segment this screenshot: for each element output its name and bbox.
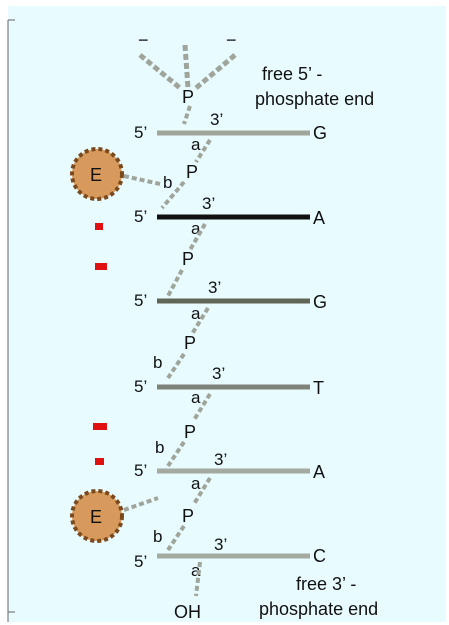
phosphate-arm-middle <box>182 44 191 89</box>
red-marker-4 <box>95 458 104 465</box>
enzyme-bottom-body <box>70 489 124 543</box>
enzyme-bottom: E <box>70 489 159 543</box>
top-phosphate-group: − − P free 5’ - phosphate end <box>138 30 374 125</box>
base-label-2: A <box>313 208 325 228</box>
base-label-1: G <box>313 123 327 143</box>
enzyme-top-label: E <box>90 165 102 185</box>
bond-b-label-5: b <box>153 527 162 546</box>
link-down-3 <box>190 306 210 336</box>
free-5-prime-note-line-1: free 5’ - <box>262 64 322 84</box>
bond-b-label-3: b <box>153 353 162 372</box>
free-5-prime-note-line-2: phosphate end <box>255 89 374 109</box>
free-3-prime-note-line-1: free 3’ - <box>296 574 356 594</box>
three-prime-label-4: 3’ <box>212 364 225 383</box>
bond-a-label-5: a <box>191 474 201 493</box>
base-label-4: T <box>313 378 324 398</box>
nucleotide-row-5: 5’ 3’ A a P b <box>134 450 325 552</box>
base-label-5: A <box>313 462 325 482</box>
bond-a-label-1: a <box>191 135 201 154</box>
nucleotide-row-3: 5’ 3’ G a P b <box>134 278 327 380</box>
bond-a-label-2: a <box>191 219 201 238</box>
three-prime-label-1: 3’ <box>210 110 223 129</box>
free-3-prime-note-line-2: phosphate end <box>259 599 378 619</box>
link-down-5 <box>192 476 212 506</box>
bottom-annotations: OH free 3’ - phosphate end <box>174 574 378 622</box>
three-prime-label-3: 3’ <box>208 278 221 297</box>
enzyme-bottom-connector <box>123 496 159 512</box>
nucleotide-row-6: 5’ 3’ C a <box>134 535 326 597</box>
nucleotide-row-2: 5’ 3’ A a P <box>134 194 325 297</box>
bond-b-label-4: b <box>155 438 164 457</box>
five-prime-label-1: 5’ <box>134 123 147 142</box>
three-prime-label-2: 3’ <box>202 194 215 213</box>
link-down-2 <box>188 223 207 251</box>
top-phosphate-label: P <box>182 87 194 107</box>
hydroxyl-end-label: OH <box>174 602 201 622</box>
bond-a-label-4: a <box>191 388 201 407</box>
enzyme-bottom-label: E <box>90 507 102 527</box>
enzyme-top: E <box>70 147 161 201</box>
three-prime-label-5: 3’ <box>214 450 227 469</box>
link-down-4 <box>192 392 212 422</box>
phosphate-label-1: P <box>186 162 198 182</box>
red-marker-1 <box>95 223 103 230</box>
bond-b-label-1: b <box>163 173 172 192</box>
five-prime-label-5: 5’ <box>134 461 147 480</box>
base-label-3: G <box>313 292 327 312</box>
base-label-6: C <box>313 546 326 566</box>
negative-charge-left: − <box>138 30 149 50</box>
enzyme-top-connector <box>123 174 161 186</box>
link-down-1 <box>194 138 212 164</box>
negative-charge-right: − <box>226 30 237 50</box>
link-to-next-5 <box>166 524 186 552</box>
link-to-next-2 <box>166 269 184 297</box>
link-to-next-3 <box>166 352 186 380</box>
three-prime-label-6: 3’ <box>214 535 227 554</box>
nucleotide-row-1: 5’ 3’ G a P b <box>134 110 327 210</box>
link-to-next-1 <box>160 180 186 210</box>
five-prime-label-3: 5’ <box>134 291 147 310</box>
link-to-oh <box>194 561 202 597</box>
five-prime-label-4: 5’ <box>134 377 147 396</box>
phosphate-label-5: P <box>182 506 194 526</box>
bond-a-label-3: a <box>191 304 201 323</box>
red-marker-2 <box>95 263 107 270</box>
five-prime-label-6: 5’ <box>134 552 147 571</box>
top-phosphate-link <box>182 105 192 125</box>
enzyme-top-body <box>70 147 124 201</box>
phosphate-label-4: P <box>184 422 196 442</box>
phosphate-label-3: P <box>184 333 196 353</box>
phosphate-label-2: P <box>182 249 194 269</box>
nucleotide-row-4: 5’ 3’ T a P b <box>134 364 324 468</box>
link-to-next-4 <box>166 440 186 468</box>
bond-a-label-6: a <box>191 561 201 580</box>
five-prime-label-2: 5’ <box>134 207 147 226</box>
red-marker-3 <box>93 423 107 430</box>
